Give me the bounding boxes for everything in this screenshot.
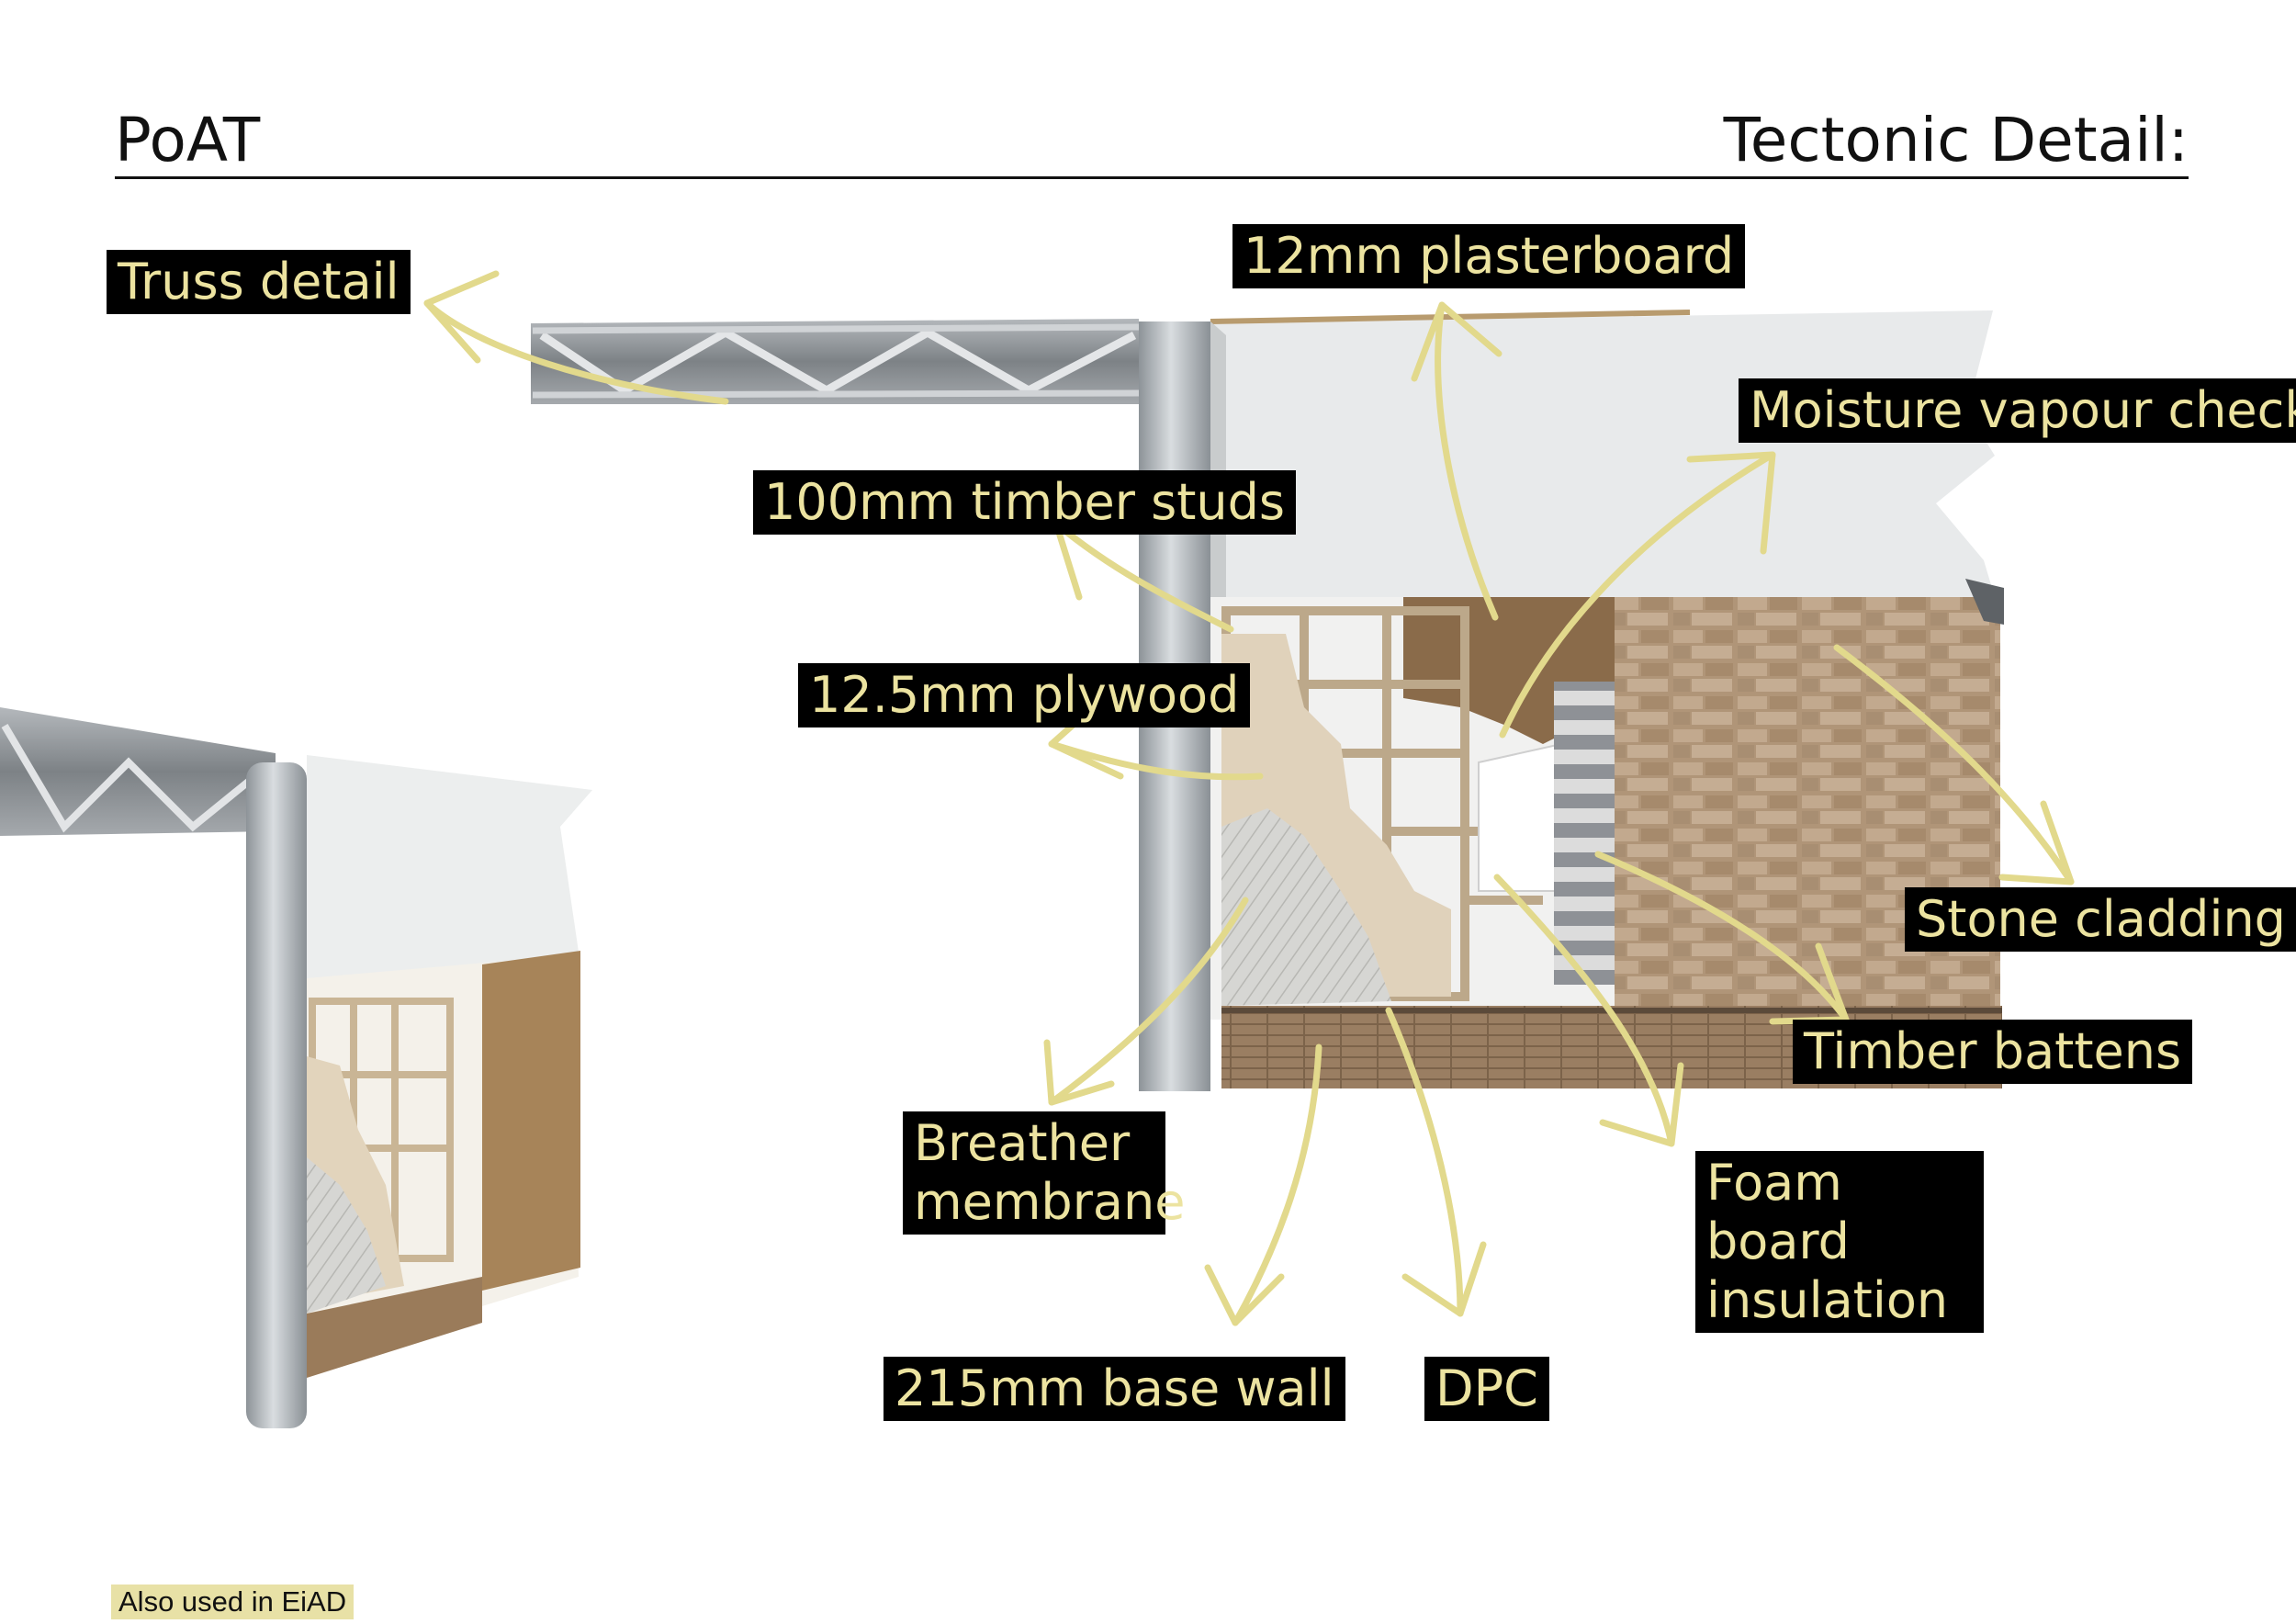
- label-foam-board-line1: Foam board: [1706, 1154, 1973, 1271]
- label-plasterboard: 12mm plasterboard: [1232, 224, 1745, 288]
- foam-board: [1479, 744, 1561, 891]
- label-base-wall: 215mm base wall: [884, 1357, 1345, 1421]
- label-foam-board-line2: insulation: [1706, 1271, 1973, 1330]
- label-breather-membrane: Breather membrane: [903, 1111, 1165, 1235]
- label-breather-membrane-line1: Breather: [914, 1114, 1154, 1173]
- label-dpc: DPC: [1424, 1357, 1549, 1421]
- label-breather-membrane-line2: membrane: [914, 1173, 1154, 1232]
- side-view-model: [0, 707, 592, 1428]
- label-moisture-vapour-check: Moisture vapour check: [1739, 378, 2296, 443]
- label-plywood: 12.5mm plywood: [798, 663, 1250, 727]
- plasterboard-panel: [1210, 310, 1998, 608]
- label-truss-detail: Truss detail: [107, 250, 411, 314]
- label-foam-board: Foam board insulation: [1695, 1151, 1984, 1333]
- label-timber-battens: Timber battens: [1793, 1020, 2192, 1084]
- main-truss: [531, 319, 1139, 404]
- label-stone-cladding: Stone cladding: [1905, 887, 2296, 952]
- timber-battens: [1554, 682, 1616, 985]
- label-timber-studs: 100mm timber studs: [753, 470, 1296, 535]
- stone-cladding-layer: [1615, 597, 2000, 1020]
- footer-note: Also used in EiAD: [111, 1585, 354, 1619]
